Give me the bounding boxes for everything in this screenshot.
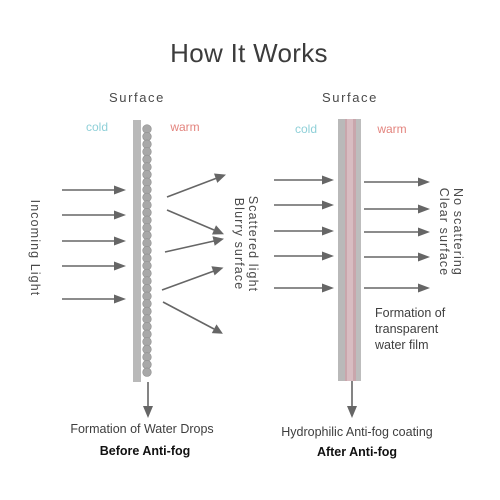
transmitted-arrow-icon [364, 252, 430, 262]
film-label-line-1: Formation of [375, 306, 446, 320]
film-label-line-3: water film [374, 338, 428, 352]
formation-water-drops-label: Formation of Water Drops [70, 422, 213, 436]
right-arrow-icon [62, 261, 126, 271]
right-arrow-icon [62, 185, 126, 195]
scattered-arrow-icon [164, 236, 224, 253]
transmitted-arrow-icon [364, 227, 430, 237]
right-arrow-icon [62, 210, 126, 220]
no-scattering-label: No scattering [451, 188, 465, 276]
right-arrow-icon [62, 236, 126, 246]
transmitted-arrow-icon [364, 204, 430, 214]
clear-surface-label: Clear surface [437, 188, 451, 277]
blurry-surface-label: Blurry surface [232, 198, 246, 291]
scattered-arrow-icon [162, 301, 223, 334]
water-drops [142, 124, 152, 377]
before-warm-label: warm [169, 120, 199, 134]
before-surface-label: Surface [109, 90, 165, 105]
after-glass-surface [338, 119, 345, 381]
right-arrow-icon [274, 251, 334, 261]
after-warm-label: warm [376, 122, 406, 136]
transmitted-arrow-icon [364, 177, 430, 187]
scattered-arrow-icon [166, 173, 226, 198]
after-cold-label: cold [295, 122, 317, 136]
scattered-light-label: Scattered light [246, 196, 260, 292]
water-drop [142, 367, 152, 377]
before-panel: Surface cold warm Incoming Light Scatter… [28, 90, 260, 458]
after-anti-fog-caption: After Anti-fog [317, 445, 397, 459]
right-arrow-icon [274, 226, 334, 236]
page-title: How It Works [170, 38, 328, 68]
before-down-arrow-icon [143, 382, 153, 418]
film-label-line-2: transparent [375, 322, 439, 336]
incoming-light-label: Incoming Light [28, 200, 42, 297]
after-surface-label: Surface [322, 90, 378, 105]
transmitted-arrow-icon [364, 283, 430, 293]
water-film [347, 119, 353, 381]
right-arrow-icon [62, 294, 126, 304]
after-glass-edge [356, 119, 361, 381]
hydrophilic-coating-label: Hydrophilic Anti-fog coating [281, 425, 433, 439]
before-glass-surface [133, 120, 141, 382]
right-arrow-icon [274, 200, 334, 210]
before-cold-label: cold [86, 120, 108, 134]
right-arrow-icon [274, 175, 334, 185]
right-arrow-icon [274, 283, 334, 293]
after-panel: Surface cold warm No scattering Clear su… [274, 90, 465, 459]
scattered-arrow-icon [166, 209, 224, 235]
scattered-arrow-icon [161, 266, 224, 291]
before-anti-fog-caption: Before Anti-fog [100, 444, 191, 458]
after-down-arrow-icon [347, 381, 357, 418]
